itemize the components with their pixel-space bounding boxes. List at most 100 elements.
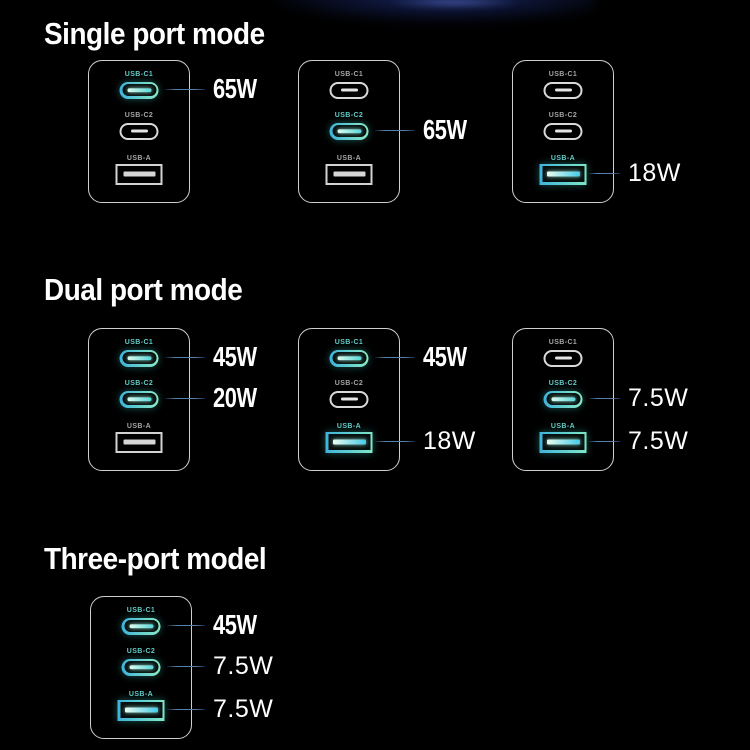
usb-c1-port-icon [543, 349, 583, 367]
port-contact-bar [554, 129, 572, 133]
usb-c1-port-icon [119, 349, 159, 367]
port-inner [542, 434, 584, 450]
port-contact-bar [340, 88, 358, 92]
usb-c2-port-icon [329, 390, 369, 408]
port-contact-bar [129, 665, 153, 669]
port-inner [546, 393, 580, 405]
watt-label: 45W [423, 341, 467, 372]
watt-label: 65W [213, 73, 257, 104]
port-label: USB-C1 [334, 71, 364, 78]
port-label: USB-A [126, 423, 152, 430]
port-contact-bar [130, 129, 148, 133]
port-inner [122, 393, 156, 405]
port-label: USB-C1 [548, 71, 578, 78]
watt-label: 65W [423, 114, 467, 145]
callout-line [165, 357, 205, 358]
usb-c1-port-icon [543, 81, 583, 99]
usb-c1-port-icon [121, 617, 161, 635]
port-contact-bar [123, 171, 155, 177]
watt-label: 45W [213, 609, 257, 640]
port-contact-bar [546, 439, 580, 445]
callout-line [375, 441, 415, 442]
usb-c2-port-icon [119, 390, 159, 408]
port-contact-bar [554, 88, 572, 92]
port-contact-bar [127, 88, 151, 92]
port-label: USB-C2 [126, 648, 156, 655]
usb-c1-port-icon [329, 349, 369, 367]
port-inner [120, 702, 162, 718]
port-contact-bar [124, 707, 158, 713]
watt-label: 7.5W [628, 384, 689, 412]
callout-line [589, 441, 620, 442]
port-label: USB-A [550, 155, 576, 162]
port-contact-bar [127, 356, 151, 360]
watt-label: 20W [213, 382, 257, 413]
watt-label: 7.5W [213, 652, 274, 680]
usb-c2-port-icon [543, 390, 583, 408]
port-label: USB-C1 [334, 339, 364, 346]
usb-a-port-icon [325, 163, 373, 185]
usb-a-port-icon [115, 431, 163, 453]
watt-label: 7.5W [213, 695, 274, 723]
watt-label: 45W [213, 341, 257, 372]
port-inner [122, 352, 156, 364]
callout-line [165, 89, 205, 90]
port-label: USB-C1 [124, 339, 154, 346]
usb-c2-port-icon [543, 122, 583, 140]
usb-c2-port-icon [121, 658, 161, 676]
port-contact-bar [127, 397, 151, 401]
port-contact-bar [340, 397, 358, 401]
port-contact-bar [337, 129, 361, 133]
section-title-three-port: Three-port model [44, 541, 267, 576]
port-inner [124, 620, 158, 632]
watt-label: 18W [423, 427, 476, 455]
port-contact-bar [337, 356, 361, 360]
port-inner [332, 125, 366, 137]
usb-a-port-icon [539, 431, 587, 453]
port-contact-bar [332, 439, 366, 445]
callout-line [167, 666, 205, 667]
usb-c2-port-icon [329, 122, 369, 140]
callout-line [165, 398, 205, 399]
port-contact-bar [551, 397, 575, 401]
port-label: USB-A [336, 155, 362, 162]
callout-line [375, 357, 415, 358]
port-label: USB-C2 [124, 380, 154, 387]
port-label: USB-C1 [548, 339, 578, 346]
section-title-dual-port: Dual port mode [44, 272, 243, 307]
port-label: USB-C2 [334, 112, 364, 119]
port-contact-bar [333, 171, 365, 177]
port-inner [542, 166, 584, 182]
port-contact-bar [554, 356, 572, 360]
usb-c1-port-icon [329, 81, 369, 99]
port-label: USB-C2 [548, 380, 578, 387]
usb-a-port-icon [117, 699, 165, 721]
usb-a-port-icon [115, 163, 163, 185]
callout-line [589, 398, 620, 399]
section-title-single-port: Single port mode [44, 16, 265, 51]
port-label: USB-C1 [126, 607, 156, 614]
port-label: USB-A [128, 691, 154, 698]
port-inner [328, 434, 370, 450]
watt-label: 18W [628, 159, 681, 187]
usb-a-port-icon [539, 163, 587, 185]
port-label: USB-C2 [334, 380, 364, 387]
port-inner [332, 352, 366, 364]
port-label: USB-A [550, 423, 576, 430]
callout-line [375, 130, 415, 131]
callout-line [167, 625, 205, 626]
port-label: USB-C1 [124, 71, 154, 78]
port-label: USB-A [336, 423, 362, 430]
usb-a-port-icon [325, 431, 373, 453]
port-inner [122, 84, 156, 96]
usb-c2-port-icon [119, 122, 159, 140]
port-contact-bar [129, 624, 153, 628]
port-label: USB-C2 [124, 112, 154, 119]
